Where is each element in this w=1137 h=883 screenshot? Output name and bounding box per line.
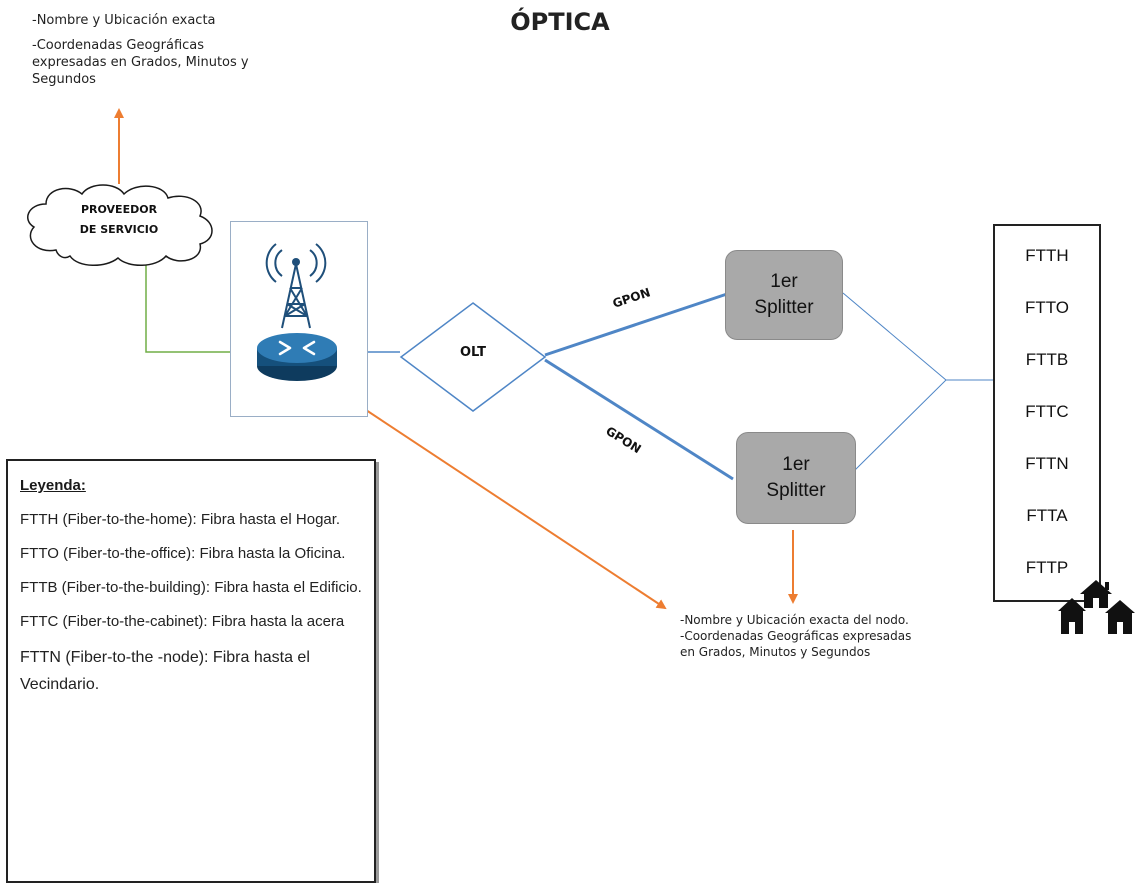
legend: Leyenda: FTTH (Fiber-to-the-home): Fibra… — [6, 459, 376, 883]
top-note: -Nombre y Ubicación exacta -Coordenadas … — [32, 12, 257, 96]
splitter-upper-line-2: Splitter — [754, 297, 814, 318]
splitter-upper: 1er Splitter — [725, 250, 843, 340]
splitter-lower-line-1: 1er — [782, 454, 810, 475]
fttx-item: FTTP — [1025, 558, 1069, 577]
cloud-to-router-link — [145, 260, 250, 353]
top-note-line-2: -Coordenadas Geográficas expresadas en G… — [32, 38, 249, 87]
cloud-label: PROVEEDOR DE SERVICIO — [56, 200, 182, 240]
olt-to-splitter-lower-link — [544, 358, 734, 481]
page-title: ÓPTICA — [510, 8, 610, 36]
cloud-label-line-2: DE SERVICIO — [79, 223, 159, 236]
node-note: -Nombre y Ubicación exacta del nodo. -Co… — [680, 612, 930, 660]
splitter-lower: 1er Splitter — [736, 432, 856, 524]
legend-item: FTTC (Fiber-to-the-cabinet): Fibra hasta… — [20, 613, 345, 630]
device-box — [230, 221, 368, 417]
top-note-line-1: -Nombre y Ubicación exacta — [32, 13, 216, 28]
legend-item: FTTN (Fiber-to-the -node): Fibra hasta e… — [20, 649, 310, 693]
splitter-upper-line-1: 1er — [770, 271, 798, 292]
splitter-lower-to-fttx-link — [854, 379, 947, 471]
legend-item: FTTB (Fiber-to-the-building): Fibra hast… — [20, 579, 362, 596]
olt-to-splitter-upper-link — [544, 292, 728, 357]
fttx-item: FTTO — [1024, 298, 1070, 317]
olt-diamond — [399, 302, 547, 412]
splitter-lower-line-2: Splitter — [766, 480, 826, 501]
houses-icon — [1058, 580, 1135, 634]
router-icon — [257, 333, 337, 381]
router-to-node-note-arrow — [365, 409, 667, 610]
cloud-label-line-1: PROVEEDOR — [80, 203, 158, 216]
cloud-icon — [27, 184, 213, 266]
legend-heading: Leyenda: — [20, 477, 86, 494]
fttx-item: FTTH — [1025, 246, 1069, 265]
node-note-line-2: -Coordenadas Geográficas expresadas en G… — [680, 629, 912, 659]
fttx-item: FTTA — [1026, 506, 1068, 525]
antenna-tower-icon — [265, 243, 327, 329]
legend-item: FTTO (Fiber-to-the-office): Fibra hasta … — [20, 545, 346, 562]
fttx-item: FTTC — [1025, 402, 1069, 421]
fttx-list: FTTH FTTO FTTB FTTC FTTN FTTA FTTP — [993, 224, 1101, 602]
fttx-item: FTTB — [1025, 350, 1069, 369]
node-note-line-1: -Nombre y Ubicación exacta del nodo. — [680, 613, 909, 627]
fttx-item: FTTN — [1025, 454, 1069, 473]
olt-label: OLT — [459, 345, 487, 360]
splitter-upper-to-fttx-link — [842, 292, 947, 381]
legend-item: FTTH (Fiber-to-the-home): Fibra hasta el… — [20, 511, 341, 528]
